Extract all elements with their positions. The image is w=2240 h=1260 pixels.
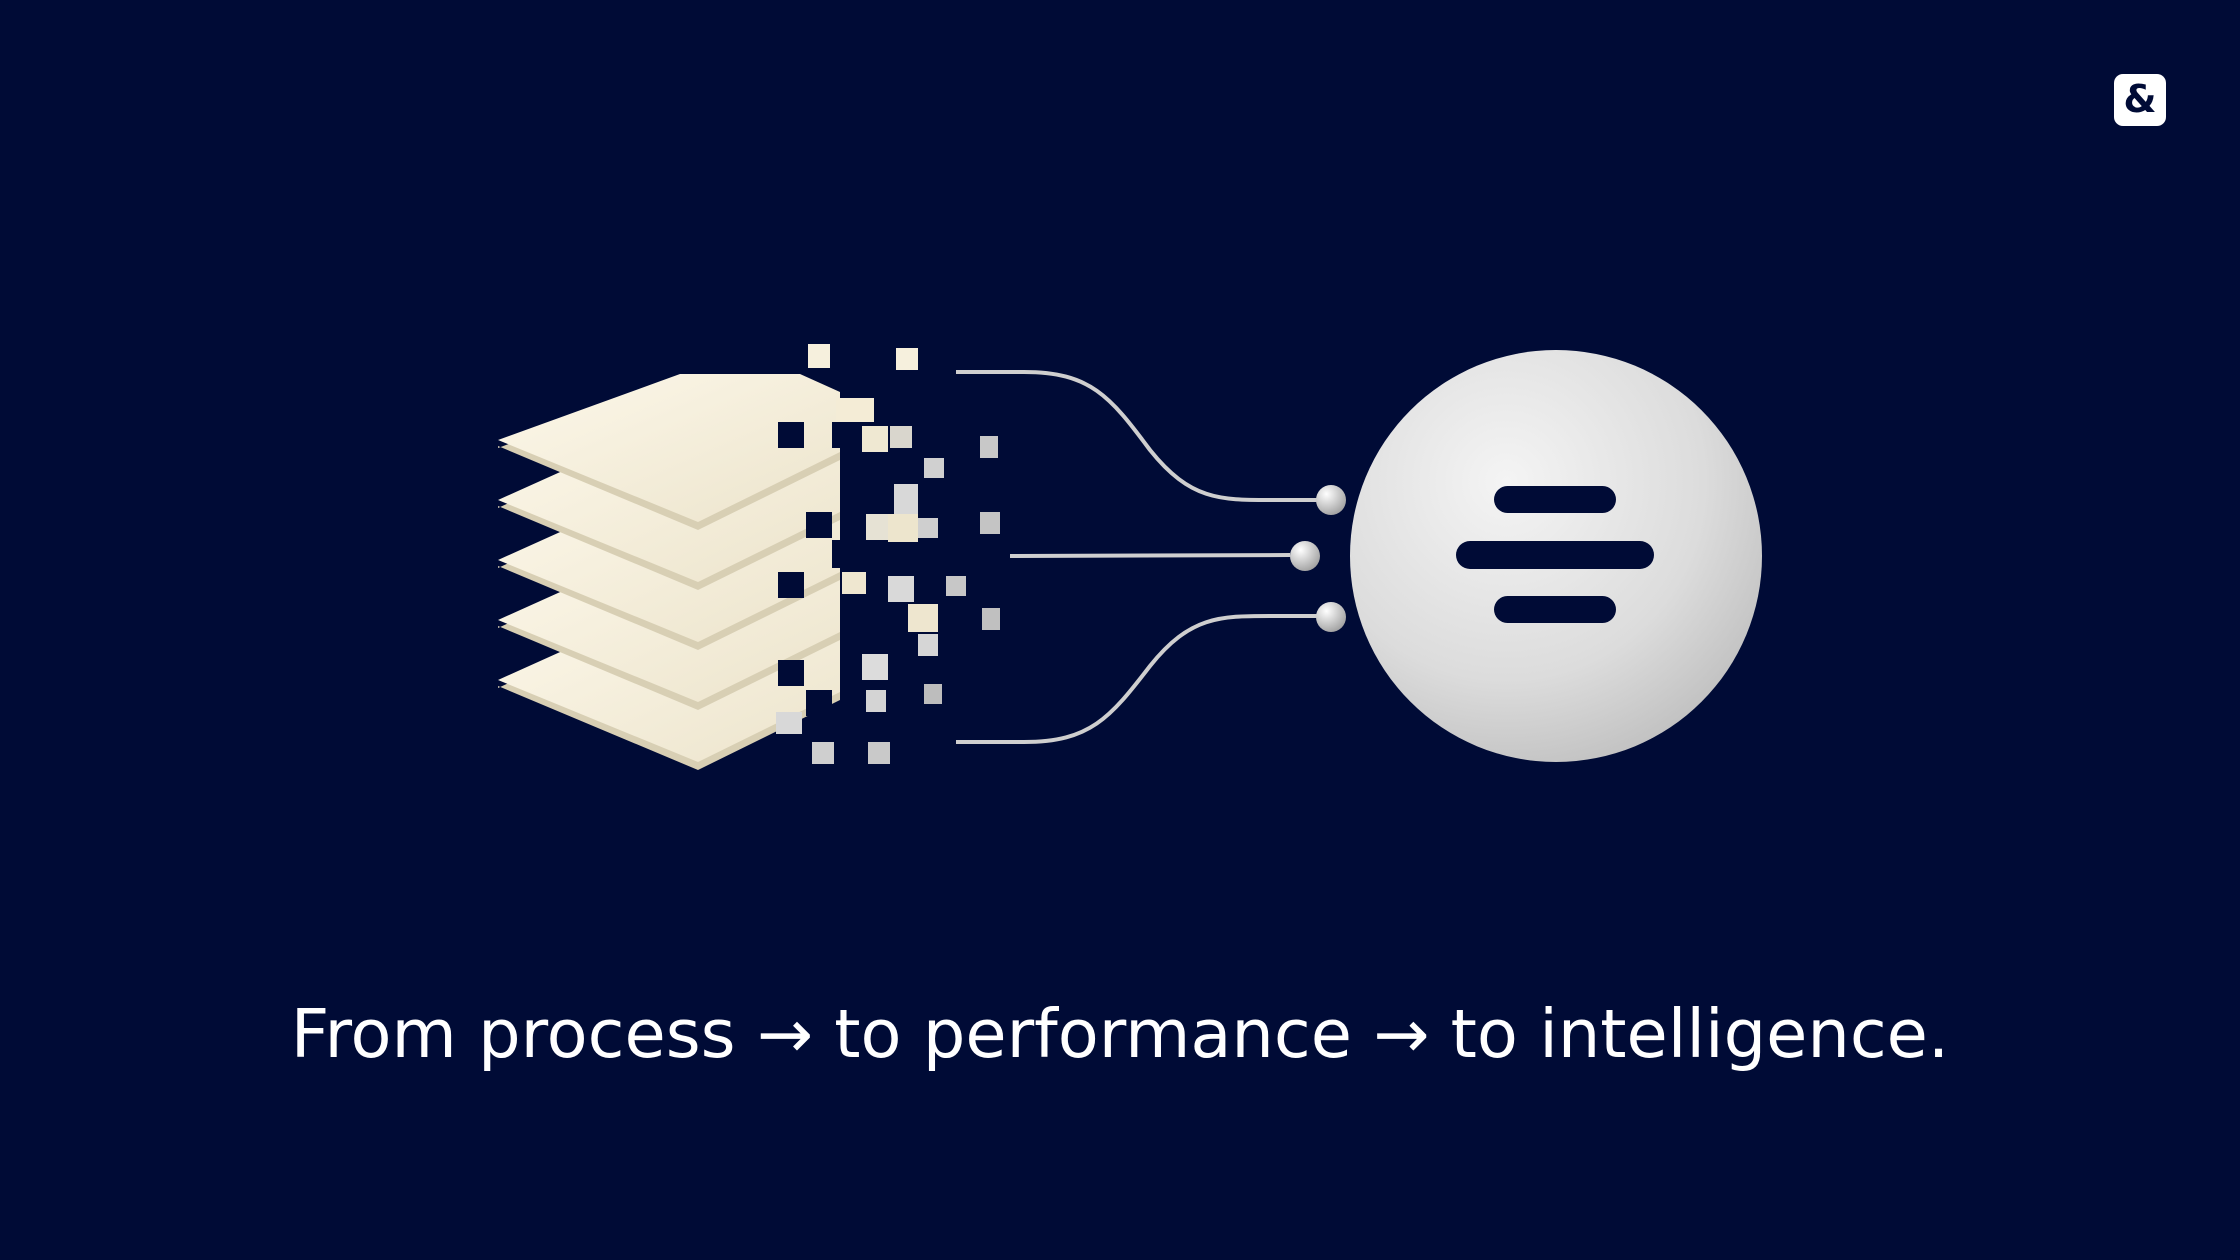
pixel-hole [858,600,886,628]
connectors [956,370,1346,744]
pixel [908,604,938,632]
pixel [982,608,1000,630]
pixel [776,712,802,734]
pixel [924,458,944,478]
pixel [862,426,888,452]
pixel-hole [832,540,860,568]
stacked-layers-icon [498,374,840,770]
connector-node [1290,541,1320,571]
pixel-dissolve [776,344,1000,764]
pixel-hole [778,660,804,686]
pixel [924,684,942,704]
connector-node [1316,485,1346,515]
pixel [980,512,1000,534]
pixel [890,426,912,448]
pixel [946,576,966,596]
pixel [896,348,918,370]
tagline: From process → to performance → to intel… [290,995,1950,1073]
brand-logo: & [2114,74,2166,126]
pixel-hole [778,422,804,448]
menu-lines-icon [1456,486,1654,623]
pixel [842,572,866,594]
layer-sheet [498,374,840,530]
pixel-hole [778,572,804,598]
pixel [980,436,998,458]
connector-line-top [956,370,1320,502]
pixel-hole [806,690,832,716]
pixel [836,398,874,422]
pixel-hole [832,422,858,448]
pixel [812,742,834,764]
pixel [918,634,938,656]
pixel [888,576,914,602]
ampersand-logo-icon: & [2123,77,2157,121]
pixel-hole [806,512,832,538]
pixel [888,514,918,542]
pixel [866,690,886,712]
pixel [894,484,918,514]
connector-line-bottom [956,614,1320,744]
pixel [918,518,938,538]
intelligence-circle [1350,350,1762,762]
connector-node [1316,602,1346,632]
connector-line-middle [1009,553,1291,558]
pixel [868,742,890,764]
pixel [808,344,830,368]
pixel [862,654,888,680]
